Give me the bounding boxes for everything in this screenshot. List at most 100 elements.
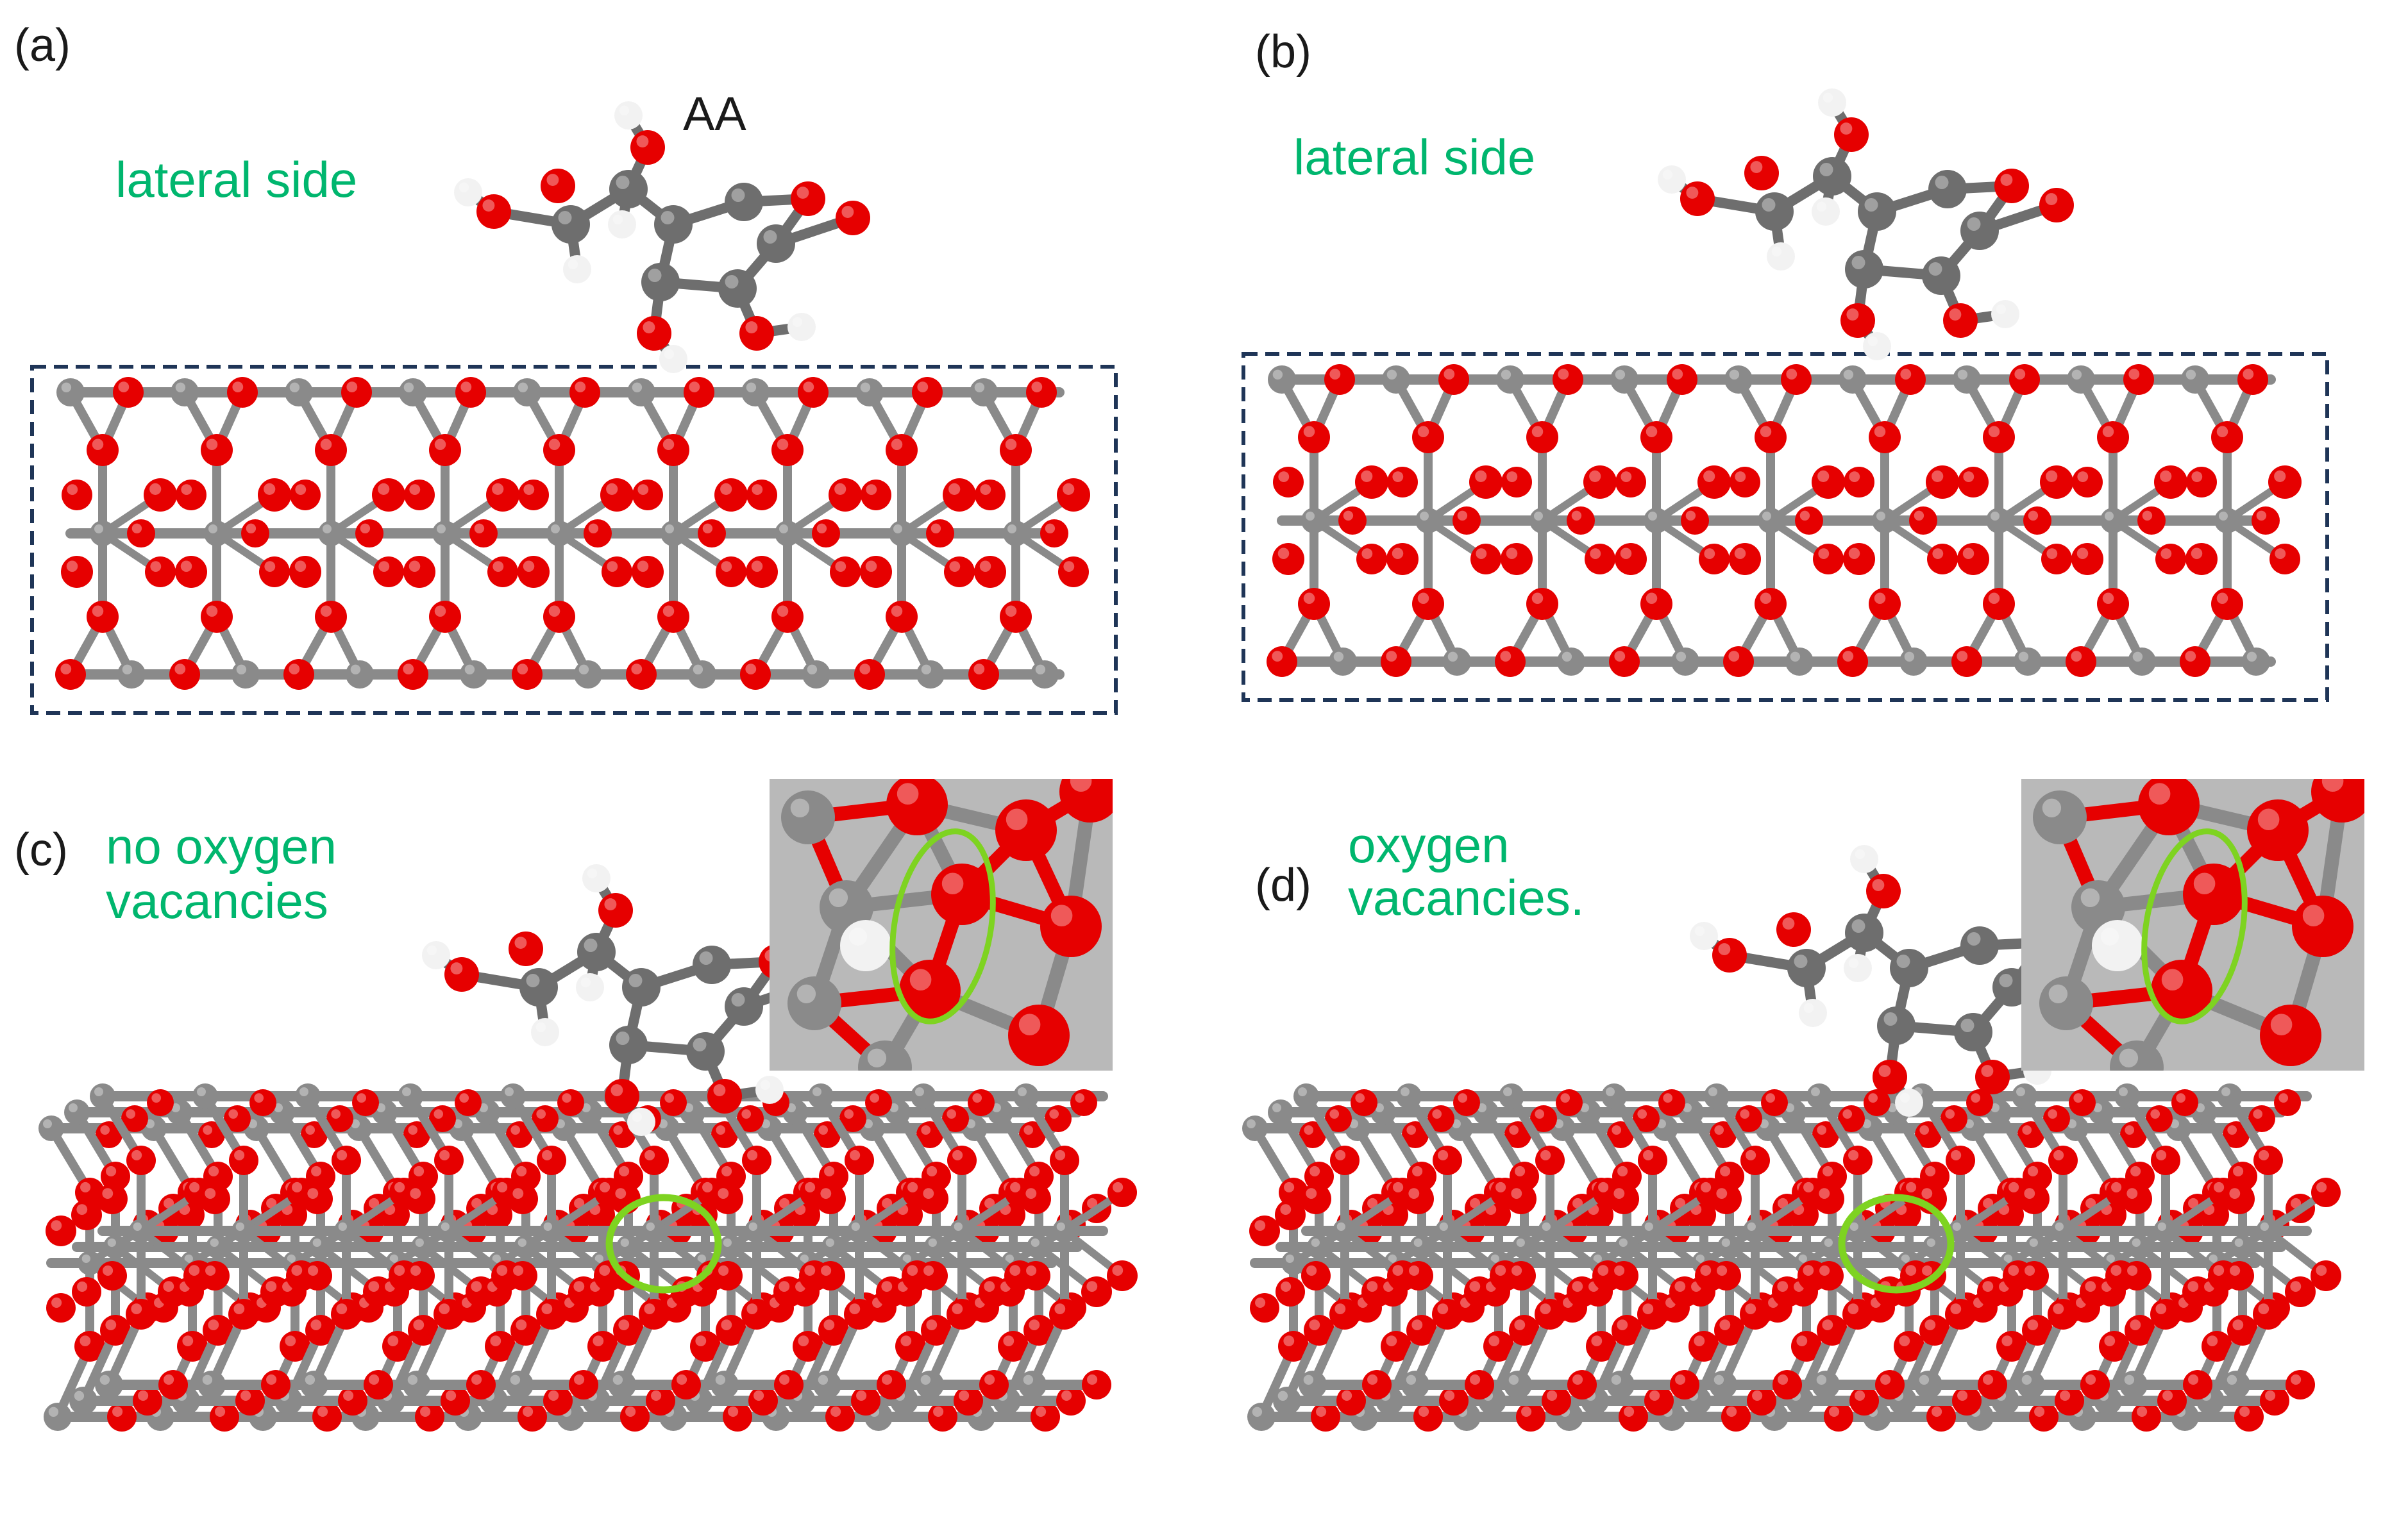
oxygen-atom xyxy=(2146,1105,2173,1132)
carbon-atom xyxy=(757,224,795,263)
metal-atom-highlight xyxy=(81,1254,90,1263)
metal-atom xyxy=(741,378,770,406)
metal-atom xyxy=(1499,1083,1524,1109)
metal-atom-highlight xyxy=(492,1254,501,1263)
hydrogen-atom-highlight xyxy=(1803,1003,1814,1013)
metal-atom xyxy=(204,521,230,546)
oxygen-atom-highlight xyxy=(1777,1281,1789,1292)
oxygen-atom-highlight xyxy=(1392,471,1404,482)
oxygen-atom-highlight xyxy=(1714,1125,1724,1135)
metal-atom-highlight xyxy=(612,1374,623,1385)
oxygen-atom xyxy=(1735,1105,1762,1132)
metal-atom-highlight xyxy=(94,524,103,533)
oxygen-atom-highlight xyxy=(1408,1188,1420,1199)
oxygen-atom-highlight xyxy=(1329,1109,1340,1119)
metal-atom-highlight xyxy=(1721,1238,1730,1247)
oxygen-atom-highlight xyxy=(1572,1374,1583,1385)
oxygen-atom-highlight xyxy=(850,1149,861,1160)
oxygen-atom xyxy=(1324,364,1355,395)
oxygen-atom xyxy=(1957,543,1989,575)
oxygen-atom-highlight xyxy=(1817,470,1830,483)
hydrogen-atom xyxy=(422,941,450,969)
oxygen-atom xyxy=(877,1370,906,1399)
oxygen-atom xyxy=(227,377,258,408)
oxygen-atom-highlight xyxy=(536,1109,546,1119)
oxygen-atom xyxy=(921,1315,952,1346)
oxygen-atom-highlight xyxy=(881,1281,893,1292)
oxygen-atom-highlight xyxy=(779,1281,790,1292)
oxygen-atom-highlight xyxy=(2102,592,2114,604)
oxygen-atom-highlight xyxy=(1880,1374,1891,1385)
oxygen-atom-highlight xyxy=(2046,470,2058,483)
oxygen-atom-highlight xyxy=(1750,161,1763,173)
oxygen-atom xyxy=(584,519,612,547)
oxygen-atom-highlight xyxy=(948,483,961,496)
metal-atom-highlight xyxy=(202,1374,213,1385)
oxygen-atom xyxy=(315,601,347,633)
metal-atom xyxy=(38,1115,64,1141)
oxygen-atom xyxy=(2211,421,2243,453)
metal-atom xyxy=(1415,508,1441,533)
carbon-atom xyxy=(718,269,757,308)
metal-atom-highlight xyxy=(1708,1087,1717,1096)
oxygen-atom-highlight xyxy=(1971,1093,1981,1103)
oxygen-atom xyxy=(2138,779,2200,835)
oxygen-atom xyxy=(87,601,119,633)
oxygen-atom-highlight xyxy=(1470,1198,1481,1208)
metal-atom xyxy=(514,1235,538,1259)
oxygen-atom-highlight xyxy=(131,1149,142,1160)
hydrogen-atom-highlight xyxy=(792,317,803,327)
oxygen-atom-highlight xyxy=(189,1182,200,1192)
oxygen-atom-highlight xyxy=(1495,1265,1506,1276)
metal-atom-highlight xyxy=(289,382,300,392)
oxygen-atom xyxy=(812,519,840,547)
oxygen-atom-highlight xyxy=(607,561,618,572)
oxygen-atom xyxy=(646,1386,675,1416)
oxygen-atom xyxy=(1776,912,1811,947)
metal-atom-highlight xyxy=(974,382,985,392)
oxygen-atom-highlight xyxy=(1329,369,1341,380)
oxygen-atom xyxy=(1894,1331,1924,1362)
metal-atom xyxy=(2119,1371,2148,1399)
oxygen-atom xyxy=(1355,465,1388,499)
oxygen-atom-highlight xyxy=(1506,471,1518,482)
oxygen-atom xyxy=(1452,506,1481,535)
oxygen-atom-highlight xyxy=(510,1125,521,1135)
oxygen-atom xyxy=(2097,421,2129,453)
oxygen-atom-highlight xyxy=(1949,308,1962,321)
oxygen-atom xyxy=(506,1121,533,1148)
oxygen-atom-highlight xyxy=(1703,470,1715,483)
oxygen-atom-highlight xyxy=(387,1335,399,1346)
carbon-atom xyxy=(693,946,731,984)
oxygen-atom-highlight xyxy=(2076,547,2089,559)
metal-atom xyxy=(787,976,841,1030)
metal-atom xyxy=(505,1371,534,1399)
oxygen-atom-highlight xyxy=(1284,1182,1295,1192)
oxygen-atom xyxy=(954,1386,983,1416)
metal-atom xyxy=(1820,1235,1844,1259)
oxygen-atom-highlight xyxy=(1849,471,1860,482)
oxygen-atom xyxy=(1403,1183,1434,1214)
metal-atom xyxy=(69,1387,97,1415)
carbon-atom xyxy=(1755,192,1794,231)
oxygen-atom-highlight xyxy=(514,937,527,949)
oxygen-atom-highlight xyxy=(2187,1281,2199,1292)
oxygen-atom xyxy=(918,1261,948,1291)
oxygen-atom-highlight xyxy=(2142,510,2153,521)
metal-atom-highlight xyxy=(518,1238,526,1247)
carbon-atom-highlight xyxy=(616,1032,630,1045)
oxygen-atom-highlight xyxy=(870,1093,880,1103)
oxygen-atom-highlight xyxy=(695,1335,707,1346)
oxygen-atom-highlight xyxy=(1417,592,1429,604)
oxygen-atom xyxy=(1909,506,1937,535)
oxygen-atom-highlight xyxy=(2239,1406,2250,1417)
oxygen-atom-highlight xyxy=(1392,1265,1404,1276)
metal-atom-highlight xyxy=(1247,1119,1256,1128)
oxygen-atom-highlight xyxy=(305,1125,316,1135)
metal-atom-highlight xyxy=(1843,369,1854,380)
oxygen-atom-highlight xyxy=(234,1149,245,1160)
metal-atom-highlight xyxy=(1729,369,1740,380)
oxygen-atom-highlight xyxy=(1704,548,1715,559)
oxygen-atom xyxy=(229,1146,258,1175)
carbon-atom xyxy=(519,968,558,1007)
